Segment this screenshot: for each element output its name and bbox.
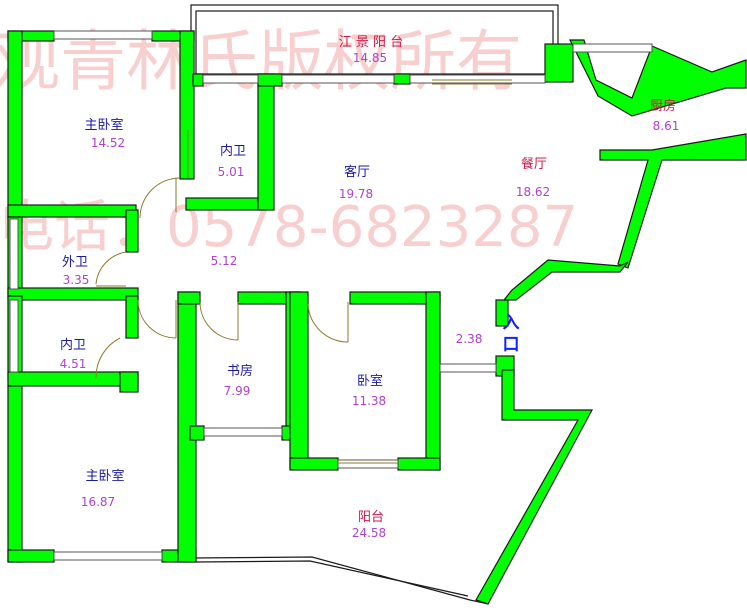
doors <box>95 79 512 464</box>
guest-bath-area: 3.35 <box>63 273 90 287</box>
river-balcony-name: 江 景 阳 台 <box>339 35 403 50</box>
kitchen-area: 8.61 <box>653 119 680 133</box>
balcony-area: 24.58 <box>352 526 386 540</box>
master-bedroom-bottom-area: 16.87 <box>81 495 115 509</box>
entry-corridor-area: 2.38 <box>456 332 483 346</box>
balcony-outline-inner <box>195 560 469 597</box>
living-room-area: 19.78 <box>339 187 373 201</box>
dining-room-area: 18.62 <box>516 185 550 199</box>
river-balcony-area: 14.85 <box>353 51 387 65</box>
dining-room-name: 餐厅 <box>521 156 547 172</box>
balcony-outline <box>191 415 584 605</box>
balcony-name: 阳台 <box>358 510 384 525</box>
entrance-label-bottom: 口 <box>503 335 520 355</box>
study-name: 书房 <box>227 363 253 379</box>
master-bedroom-top-name: 主卧室 <box>84 117 123 133</box>
study-area: 7.99 <box>224 384 251 398</box>
ensuite-bottom-name: 内卫 <box>60 337 86 353</box>
entrance-label-top: 入 <box>503 313 520 333</box>
guest-bath-name: 外卫 <box>62 255 88 270</box>
bedroom-area: 11.38 <box>352 394 386 408</box>
walls <box>7 30 747 605</box>
master-bedroom-top-area: 14.52 <box>91 136 125 150</box>
master-bedroom-bottom-name: 主卧室 <box>85 468 124 484</box>
ensuite-top-area: 5.01 <box>218 165 245 179</box>
living-room-name: 客厅 <box>344 164 370 180</box>
windows <box>9 30 653 561</box>
kitchen-name: 厨房 <box>650 98 676 114</box>
ensuite-top-name: 内卫 <box>220 143 246 159</box>
room-labels: 江 景 阳 台 14.85 主卧室 14.52 内卫 5.01 客厅 19.78… <box>60 35 680 540</box>
hallway-area: 5.12 <box>211 254 238 268</box>
bedroom-name: 卧室 <box>357 373 383 389</box>
ensuite-bottom-area: 4.51 <box>60 357 87 371</box>
